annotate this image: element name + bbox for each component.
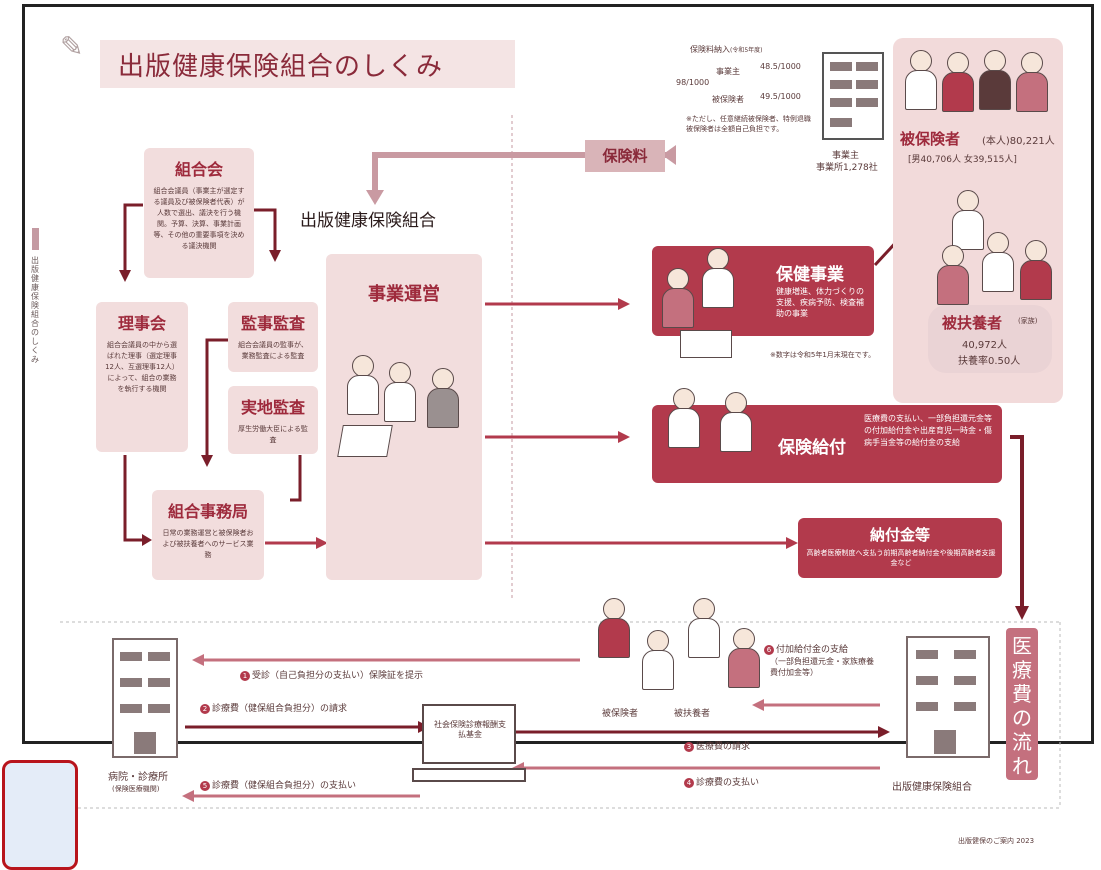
insured-person-icon: [977, 50, 1011, 110]
patient-person-icon: [718, 392, 752, 452]
staff-person-icon: [425, 368, 469, 428]
dependents-note: (家族): [1018, 317, 1038, 325]
premium-header: 保険料納入(令和5年度): [690, 45, 763, 54]
kansa-box: 監事監査 組合会議員の監事が、業務監査による監査: [228, 302, 318, 372]
jicchi-box: 実地監査 厚生労働大臣による監査: [228, 386, 318, 454]
kumiaikai-box: 組合会 組合会議員（事業主が選定する議員及び被保険者代表）が人数で選出、議決を行…: [144, 148, 254, 278]
dependent-person-icon: [686, 598, 720, 658]
keyboard-icon: [412, 768, 526, 782]
insured-label: 被保険者: [900, 130, 961, 148]
hoken-kyufu-title: 保険給付: [778, 438, 846, 458]
premium-note: ※ただし、任意継続被保険者、特例退職被保険者は全額自己負担です。: [686, 115, 811, 133]
staff-person-icon: [382, 362, 416, 422]
jicchi-text: 厚生労働大臣による監査: [238, 425, 308, 444]
premium-rate: 98/1000: [676, 78, 710, 87]
paperclip-icon: ✎: [60, 30, 84, 63]
patient-person-icon: [666, 388, 700, 448]
dependents-count: 40,972人: [962, 340, 1007, 351]
office-building-icon: [822, 52, 884, 140]
hoken-jigyo-title: 保健事業: [776, 265, 844, 285]
insured-person-icon: [640, 630, 674, 690]
footer: 出版健保のご案内 2023: [958, 837, 1035, 845]
overlay-panel[interactable]: [2, 760, 78, 870]
bottom-dependents-label: 被扶養者: [674, 709, 711, 719]
premium-label: 保険料: [585, 140, 665, 172]
rijikai-title: 理事会: [117, 314, 166, 333]
page-title: 出版健康保険組合のしくみ: [118, 52, 444, 82]
hospital-building-icon: [112, 638, 178, 758]
dependent-person-icon: [726, 628, 760, 688]
hospital-sub: (保険医療機関): [112, 785, 160, 793]
laptop-icon: [337, 425, 393, 457]
date-note: ※数字は令和5年1月末現在です。: [770, 351, 876, 359]
premium-insured-label: 被保険者: [712, 95, 744, 104]
insured-count: (本人)80,221人: [982, 136, 1055, 147]
hospital-label: 病院・診療所: [108, 772, 168, 783]
premium-employer-rate: 48.5/1000: [760, 62, 801, 71]
insured-person-icon: [596, 598, 630, 658]
kumiaikai-text: 組合会議員（事業主が選定する議員及び被保険者代表）が人数で選出、議決を行う機関。…: [153, 187, 245, 250]
hoken-kyufu-box: 保険給付 医療費の支払い、一部負担還元金等の付加給付金や出産育児一時金・傷病手当…: [652, 405, 1002, 483]
insured-breakdown: [男40,706人 女39,515人]: [908, 155, 1017, 165]
family-person-icon: [950, 190, 984, 250]
family-child-icon: [935, 245, 969, 305]
dependents-ratio: 扶養率0.50人: [958, 356, 1021, 367]
family-person-icon: [980, 232, 1014, 292]
review-label: 社会保険診療報酬支払基金: [434, 720, 506, 739]
insured-person-icon: [1014, 52, 1048, 112]
rijikai-box: 理事会 組合会議員の中から選ばれた理事（選定理事12人、互選理事12人）によって…: [96, 302, 188, 452]
side-tag: [32, 228, 39, 250]
noufukin-text: 高齢者医療制度へ支払う前期高齢者納付金や後期高齢者支援金など: [806, 549, 996, 567]
kumiaikai-title: 組合会: [174, 160, 223, 179]
kumiai-label: 出版健康保険組合: [892, 782, 972, 793]
medical-cost-flow-label: 医療費の流れ: [1006, 628, 1038, 780]
side-label: 出版健康保険組合のしくみ: [31, 256, 39, 364]
premium-insured-rate: 49.5/1000: [760, 92, 801, 101]
employer-label: 事業主: [832, 151, 860, 161]
employer-count: 事業所1,278社: [816, 163, 878, 173]
hoken-jigyo-text: 健康増進、体力づくりの支援、疾病予防、検査補助の事業: [776, 287, 864, 318]
jigyo-unei-title: 事業運営: [368, 284, 440, 305]
kansa-title: 監事監査: [240, 314, 305, 333]
family-child-icon: [1018, 240, 1052, 300]
insured-person-icon: [903, 50, 937, 110]
premium-employer-label: 事業主: [716, 67, 740, 76]
jimukyoku-title: 組合事務局: [167, 502, 248, 521]
hoken-kyufu-text: 医療費の支払い、一部負担還元金等の付加給付金や出産育児一時金・傷病手当金等の給付…: [864, 414, 992, 447]
title-band: [100, 40, 515, 88]
review-monitor-icon: [422, 704, 516, 764]
center-title: 出版健康保険組合: [300, 211, 436, 231]
dependents-label: 被扶養者: [942, 314, 1003, 332]
kansa-text: 組合会議員の監事が、業務監査による監査: [238, 341, 308, 360]
insured-person-icon: [940, 52, 974, 112]
rijikai-text: 組合会議員の中から選ばれた理事（選定理事12人、互選理事12人）によって、組合の…: [105, 341, 179, 393]
bottom-insured-label: 被保険者: [602, 709, 639, 719]
jicchi-title: 実地監査: [240, 398, 305, 417]
sports-illustration-icon: [640, 248, 745, 358]
flow-6-note: （一部負担還元金・家族療養費付加金等）: [770, 657, 874, 677]
staff-person-icon: [345, 355, 379, 415]
dependents-badge: [928, 305, 1052, 373]
noufukin-title: 納付金等: [869, 526, 930, 544]
noufukin-box: 納付金等 高齢者医療制度へ支払う前期高齢者納付金や後期高齢者支援金など: [798, 518, 1002, 578]
kumiai-building-icon: [906, 636, 990, 758]
jimukyoku-box: 組合事務局 日常の業務運営と被保険者および被扶養者へのサービス業務: [152, 490, 264, 580]
jimukyoku-text: 日常の業務運営と被保険者および被扶養者へのサービス業務: [162, 529, 254, 559]
